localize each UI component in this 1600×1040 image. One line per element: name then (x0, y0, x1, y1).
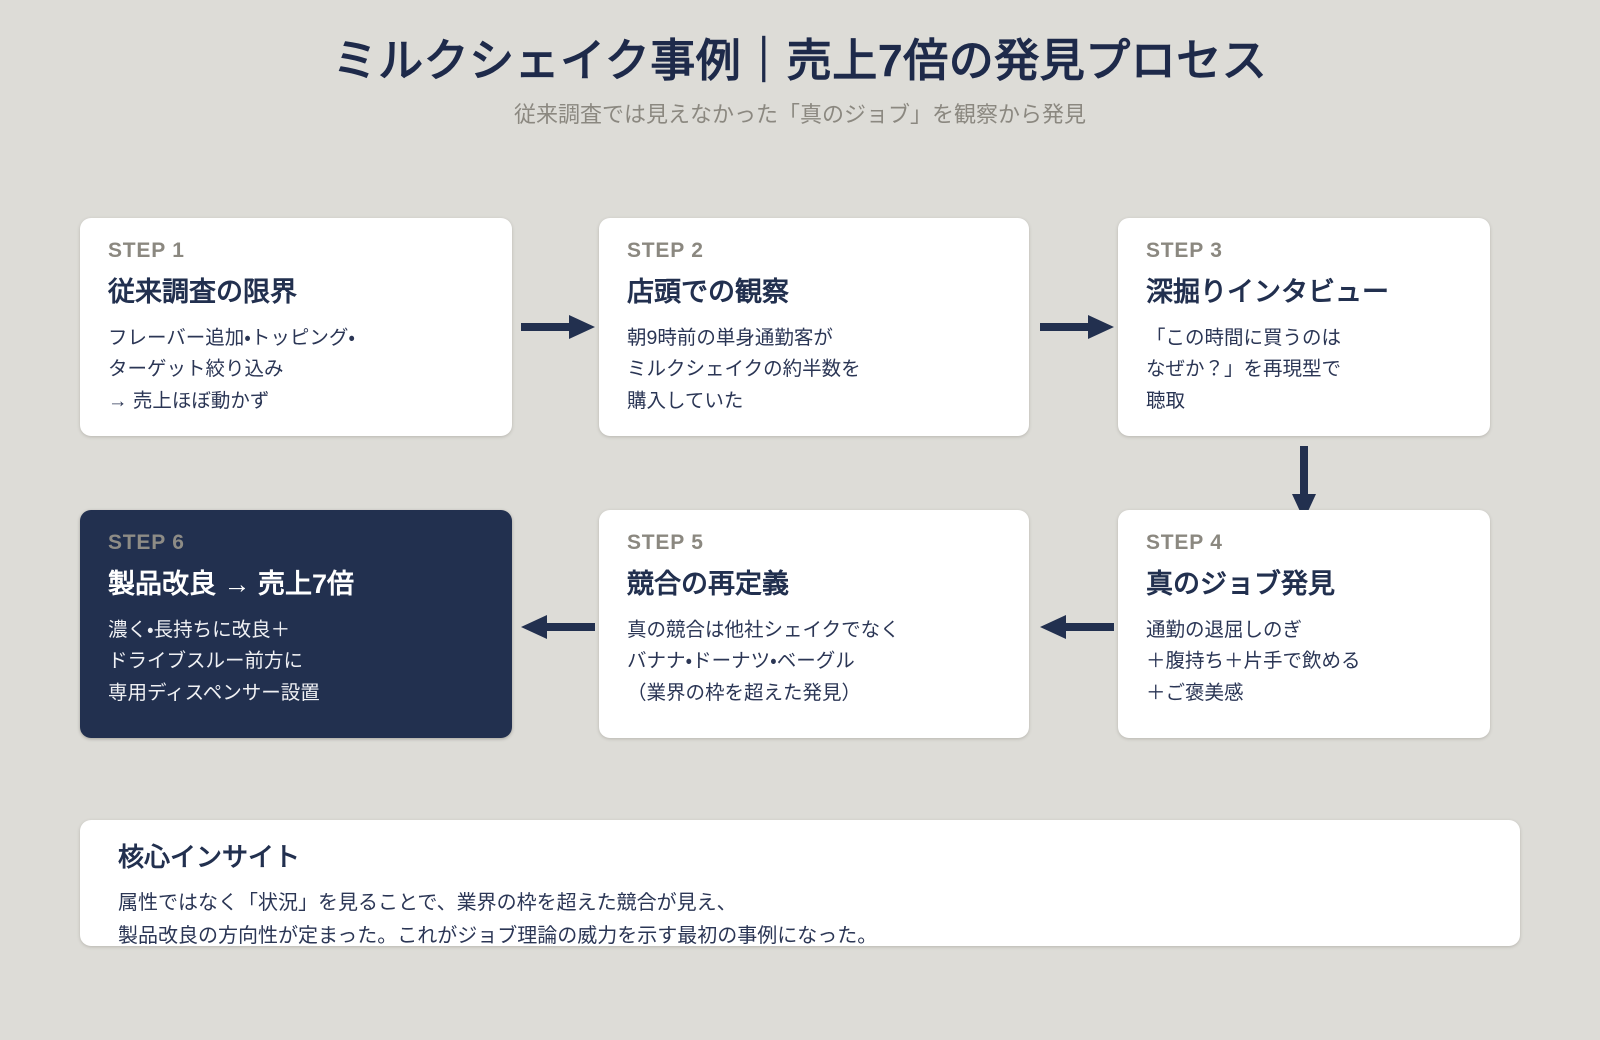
page-title: ミルクシェイク事例｜売上7倍の発見プロセス (332, 35, 1268, 86)
step-label: STEP 6 (108, 531, 185, 554)
arrow-right-icon (1040, 312, 1114, 342)
step-title: 真のジョブ発見 (1146, 569, 1335, 599)
step-card-4[interactable]: STEP 4 真のジョブ発見 通勤の退屈しのぎ ＋腹持ち＋片手で飲める ＋ご褒美… (1118, 510, 1490, 738)
step-title: 深掘りインタビュー (1146, 277, 1389, 307)
arrow-down-icon (1289, 446, 1319, 520)
step-label: STEP 5 (627, 531, 704, 554)
step-title: 製品改良 → 売上7倍 (108, 569, 355, 599)
step-card-1[interactable]: STEP 1 従来調査の限界 フレーバー追加・トッピング・ ターゲット絞り込み … (80, 218, 512, 436)
insight-title: 核心インサイト (118, 842, 301, 872)
step-label: STEP 3 (1146, 239, 1223, 262)
insight-body: 属性ではなく「状況」を見ることで、業界の枠を超えた競合が見え、 製品改良の方向性… (118, 892, 878, 947)
step-title: 従来調査の限界 (108, 277, 297, 307)
flow-row-bottom: STEP 6 製品改良 → 売上7倍 濃く・長持ちに改良＋ ドライブスルー前方に… (80, 510, 1520, 738)
step-label: STEP 2 (627, 239, 704, 262)
arrow-left-icon (1040, 612, 1114, 642)
step-title: 競合の再定義 (627, 569, 789, 599)
page-subtitle: 従来調査では見えなかった「真のジョブ」を観察から発見 (513, 102, 1086, 128)
step-card-2[interactable]: STEP 2 店頭での観察 朝9時前の単身通勤客が ミルクシェイクの約半数を 購… (599, 218, 1029, 436)
core-insight-box: 核心インサイト 属性ではなく「状況」を見ることで、業界の枠を超えた競合が見え、 … (80, 820, 1520, 947)
step-body: 真の競合は他社シェイクでなく バナナ・ドーナツ・ベーグル （業界の枠を超えた発見… (627, 618, 900, 705)
step-body: 朝9時前の単身通勤客が ミルクシェイクの約半数を 購入していた (627, 326, 861, 413)
step-card-5[interactable]: STEP 5 競合の再定義 真の競合は他社シェイクでなく バナナ・ドーナツ・ベー… (599, 510, 1029, 738)
step-title: 店頭での観察 (627, 277, 789, 307)
step-body: 通勤の退屈しのぎ ＋腹持ち＋片手で飲める ＋ご褒美感 (1146, 618, 1361, 705)
step-body: 「この時間に買うのは なぜか？」を再現型で 聴取 (1146, 326, 1342, 413)
step-label: STEP 1 (108, 239, 185, 262)
header: ミルクシェイク事例｜売上7倍の発見プロセス 従来調査では見えなかった「真のジョブ… (0, 34, 1600, 130)
arrow-right-icon (521, 312, 595, 342)
flow-row-top: STEP 1 従来調査の限界 フレーバー追加・トッピング・ ターゲット絞り込み … (80, 218, 1520, 436)
step-label: STEP 4 (1146, 531, 1223, 554)
step-body: 濃く・長持ちに改良＋ ドライブスルー前方に 専用ディスペンサー設置 (108, 618, 320, 705)
step-body: フレーバー追加・トッピング・ ターゲット絞り込み → 売上ほぼ動かず (108, 326, 356, 413)
step-card-3[interactable]: STEP 3 深掘りインタビュー 「この時間に買うのは なぜか？」を再現型で 聴… (1118, 218, 1490, 436)
arrow-left-icon (521, 612, 595, 642)
step-card-6[interactable]: STEP 6 製品改良 → 売上7倍 濃く・長持ちに改良＋ ドライブスルー前方に… (80, 510, 512, 738)
